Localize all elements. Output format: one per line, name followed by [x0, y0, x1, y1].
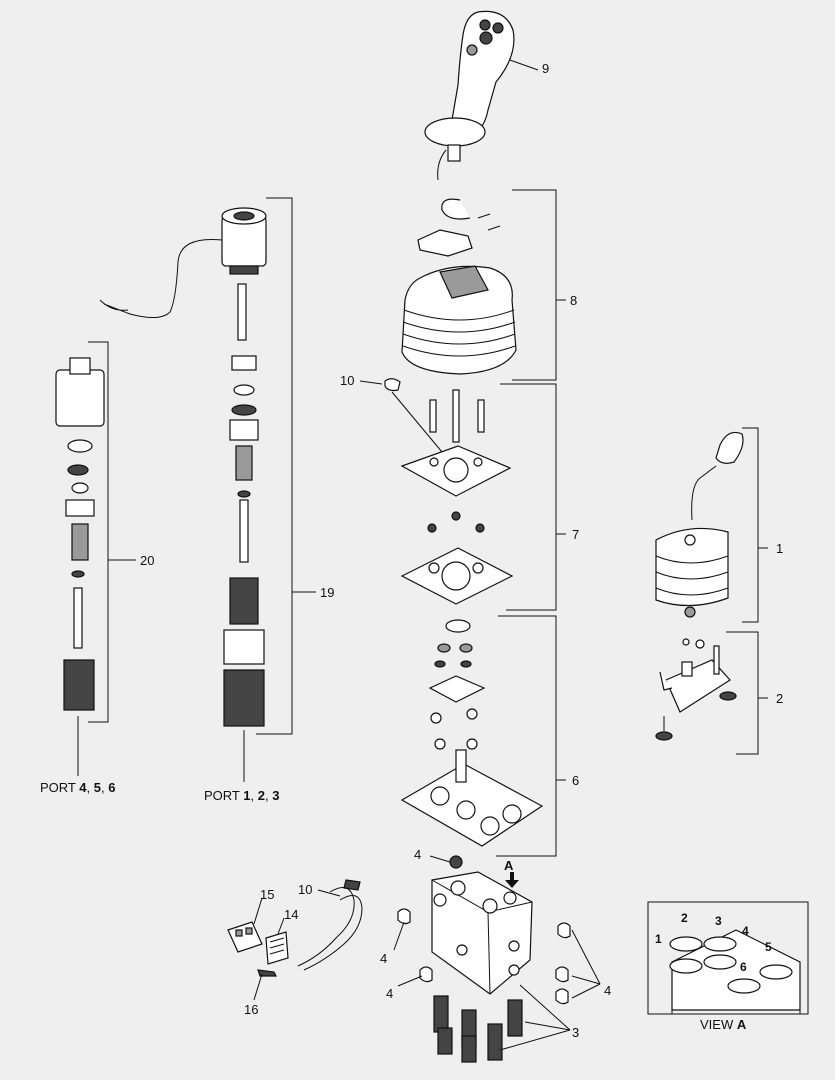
callout-3: 3	[572, 1025, 580, 1040]
callout-20: 20	[140, 553, 155, 568]
callout-10-top: 10	[340, 373, 355, 388]
port-left-n2: 5	[93, 780, 101, 795]
port-right-sep1: ,	[250, 788, 258, 803]
cam-base-assembly	[400, 619, 544, 847]
view-a-port-4: 4	[742, 924, 749, 938]
view-a-port-3: 3	[715, 914, 722, 928]
callout-4-bottom: 4	[386, 986, 394, 1001]
boot-assembly	[401, 198, 517, 375]
callout-10-bottom: 10	[298, 882, 313, 897]
callout-4-left: 4	[380, 951, 388, 966]
solenoid-assembly-19	[99, 207, 267, 782]
view-a-label: VIEW A	[700, 1017, 746, 1032]
port-left-n1: 4	[79, 780, 87, 795]
solenoid-assembly-20	[55, 357, 105, 776]
port-left-n3: 6	[108, 780, 116, 795]
callout-9: 9	[542, 61, 550, 76]
port-right-sep2: ,	[264, 788, 273, 803]
callout-6: 6	[572, 773, 580, 788]
callout-14: 14	[284, 907, 299, 922]
callout-4-top: 4	[414, 847, 422, 862]
view-a-arrow-letter: A	[504, 858, 514, 873]
plate-assembly	[384, 378, 514, 605]
valve-body	[397, 855, 571, 1063]
callout-1: 1	[776, 541, 784, 556]
callout-16: 16	[244, 1002, 259, 1017]
view-a-port-5: 5	[765, 940, 772, 954]
view-a-label-prefix: VIEW	[700, 1017, 737, 1032]
port-label-right: PORT 1, 2, 3	[204, 788, 279, 803]
port-right-n2: 2	[257, 788, 265, 803]
port-right-prefix: PORT	[204, 788, 244, 803]
port-left-sep2: ,	[100, 780, 109, 795]
bracket-assembly	[655, 638, 737, 741]
port-left-prefix: PORT	[40, 780, 80, 795]
port-right-n1: 1	[243, 788, 251, 803]
view-a-port-2: 2	[681, 911, 688, 925]
view-a-port-6: 6	[740, 960, 747, 974]
port-right-n3: 3	[272, 788, 280, 803]
callout-19: 19	[320, 585, 335, 600]
connector-parts	[227, 879, 363, 977]
callout-2: 2	[776, 691, 784, 706]
port-left-sep1: ,	[86, 780, 94, 795]
joystick-handle	[424, 10, 515, 181]
lever-assembly	[655, 431, 744, 618]
port-label-left: PORT 4, 5, 6	[40, 780, 115, 795]
view-a-label-letter: A	[736, 1017, 747, 1032]
callout-7: 7	[572, 527, 580, 542]
callout-15: 15	[260, 887, 275, 902]
callout-8: 8	[570, 293, 578, 308]
callout-4-right: 4	[604, 983, 612, 998]
view-a-port-1: 1	[655, 932, 662, 946]
view-a-inset	[647, 901, 809, 1015]
